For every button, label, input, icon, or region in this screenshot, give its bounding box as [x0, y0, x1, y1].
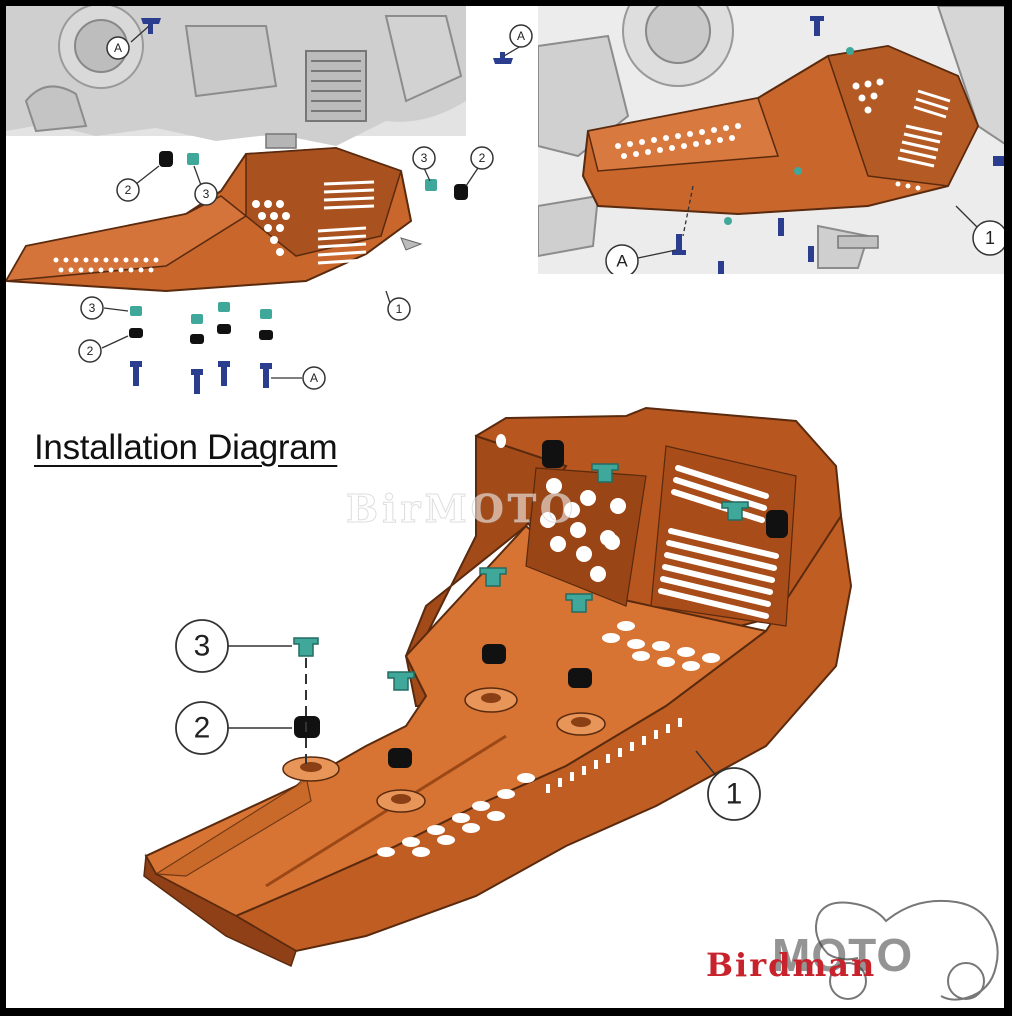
rubber-grommets: [294, 440, 788, 768]
top-hardware: [141, 18, 513, 200]
callout-grommet-top-right: 2: [470, 146, 494, 170]
callout-bolt-a-bottom: A: [302, 366, 326, 390]
installation-main-panel: 3 2 1 Installation Diagram BirMOTO MOTO …: [6, 406, 1004, 1008]
svg-text:2: 2: [125, 183, 132, 197]
leader-lines-right: [637, 185, 979, 259]
collars: [293, 463, 749, 691]
svg-text:A: A: [517, 29, 525, 43]
leader-lines-left: [101, 25, 522, 379]
callout-skid-plate-main: 1: [707, 767, 761, 821]
skid-plate-side-view: [6, 146, 423, 293]
brand-logo-grey: MOTO: [772, 929, 914, 981]
diagram-frame: A 2 3 3 2 A 1: [6, 6, 1004, 1008]
svg-text:3: 3: [194, 630, 211, 663]
callout-collar-main: 3: [175, 619, 229, 673]
skid-plate-installed: [581, 44, 980, 225]
callout-grommet-bottom: 2: [78, 339, 102, 363]
installed-bolts: [672, 16, 1004, 274]
callout-collar-top-right: 3: [412, 146, 436, 170]
callout-collar-top-left: 3: [194, 182, 218, 206]
exploded-view-left-panel: A 2 3 3 2 A 1: [6, 6, 536, 406]
svg-text:1: 1: [726, 778, 743, 811]
svg-text:A: A: [114, 41, 122, 55]
callout-bolt-a-top-left: A: [106, 36, 130, 60]
installed-view-drawing: A 1: [538, 6, 1004, 274]
bottom-hardware: [129, 302, 273, 394]
brand-logo: MOTO Birdman: [706, 908, 1004, 1008]
watermark: BirMOTO: [345, 486, 578, 532]
diagram-title: Installation Diagram: [34, 428, 338, 467]
callout-grommet-top-left: 2: [116, 178, 140, 202]
svg-text:2: 2: [87, 344, 94, 358]
svg-text:1: 1: [396, 302, 403, 316]
skid-plate-vent-holes: [540, 478, 626, 582]
skid-plate-main: [143, 406, 853, 968]
engine-illustration: [6, 6, 466, 149]
svg-text:A: A: [616, 252, 628, 271]
svg-text:3: 3: [203, 187, 210, 201]
skid-plate-side-slots: [546, 718, 682, 793]
installed-view-panel: A 1: [538, 6, 1004, 274]
callout-skid-plate-left: 1: [387, 297, 411, 321]
callout-bolt-a-installed: A: [605, 244, 639, 274]
brand-motorcycle-outline: [815, 899, 999, 1001]
callout-collar-bottom: 3: [80, 296, 104, 320]
callout-grommet-main: 2: [175, 701, 229, 755]
skid-plate-vent-slots: [658, 465, 779, 619]
skid-plate-mount-holes: [300, 693, 591, 804]
skid-plate-main-drawing: 3 2 1: [143, 406, 999, 1001]
callout-skid-plate-installed: 1: [972, 220, 1004, 256]
svg-text:2: 2: [194, 712, 211, 745]
exploded-view-left-drawing: A 2 3 3 2 A 1: [6, 6, 533, 394]
brand-logo-red: Birdman: [706, 946, 877, 984]
svg-text:2: 2: [479, 151, 486, 165]
leader-lines-main: [228, 645, 719, 779]
svg-text:1: 1: [985, 228, 995, 248]
svg-text:3: 3: [89, 301, 96, 315]
callout-bolt-a-right: A: [509, 24, 533, 48]
skid-plate-floor-holes: [377, 621, 720, 857]
svg-text:A: A: [310, 371, 318, 385]
front-mount-hole: [496, 434, 506, 448]
svg-text:3: 3: [421, 151, 428, 165]
